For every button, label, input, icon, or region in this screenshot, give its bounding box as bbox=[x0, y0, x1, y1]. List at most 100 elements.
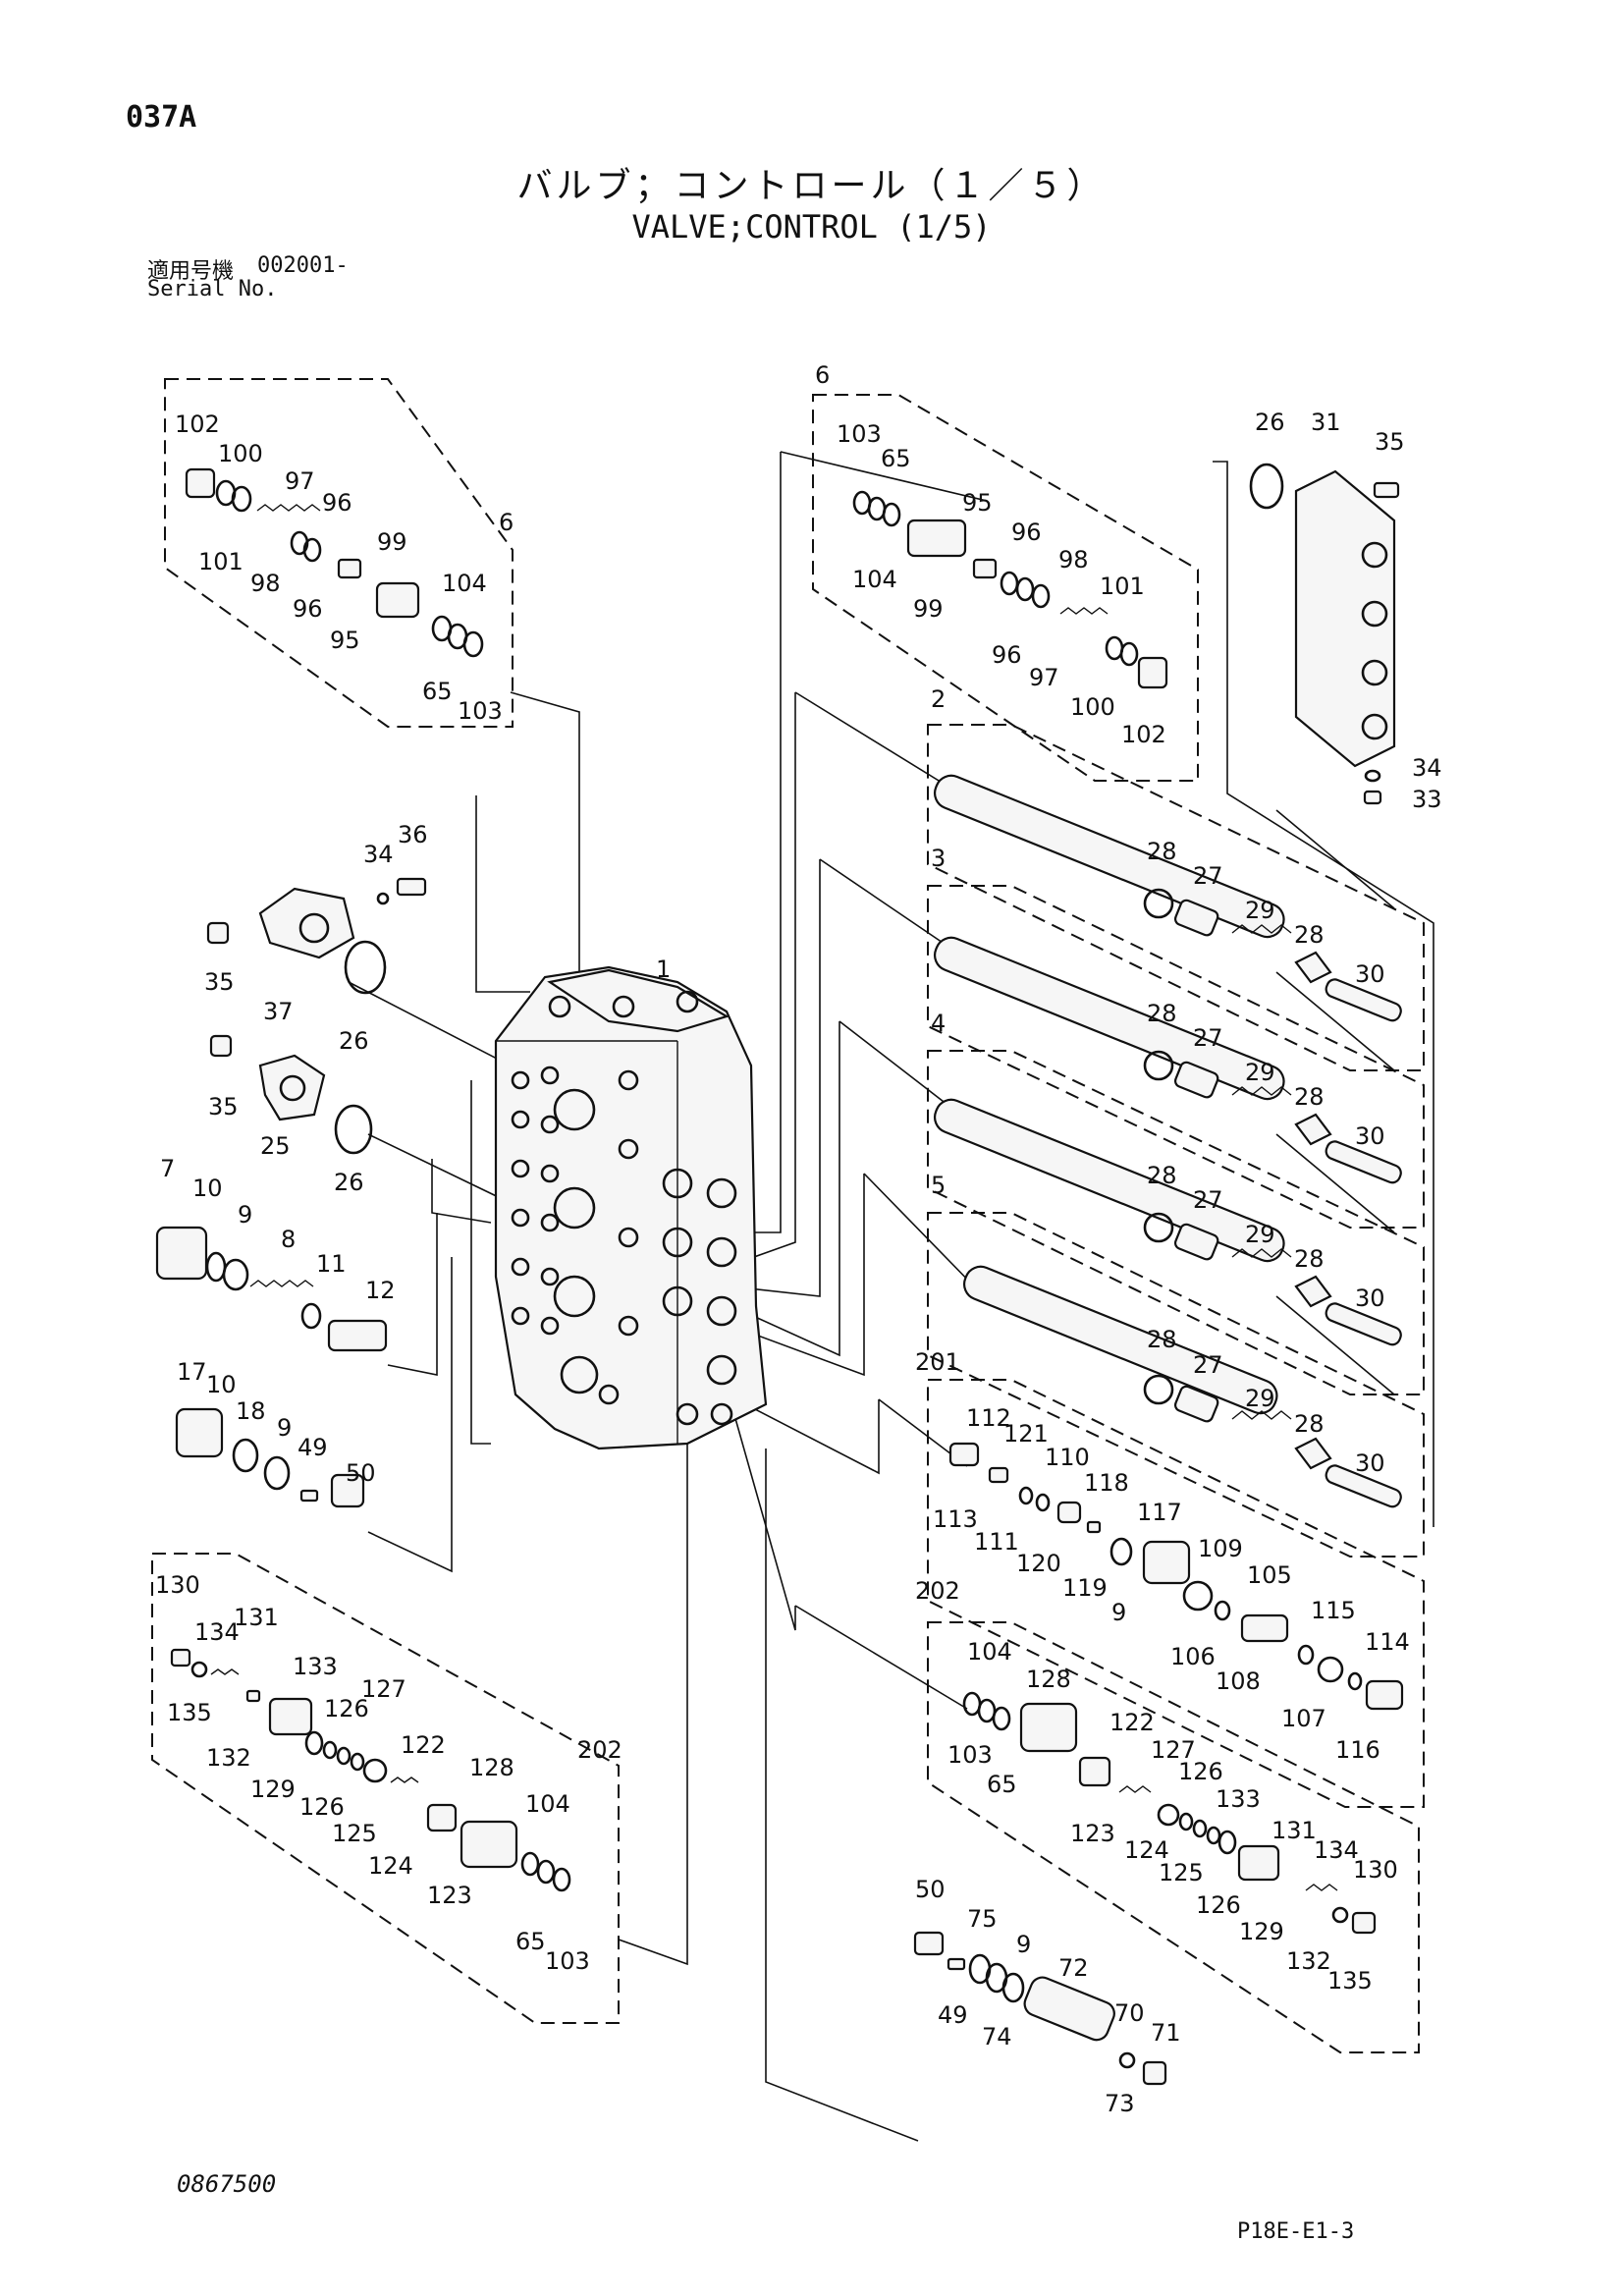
callout-106: 106 bbox=[1170, 1643, 1216, 1670]
callout-99: 99 bbox=[377, 528, 407, 556]
page-code: 037A bbox=[126, 100, 197, 135]
callout-labels: 102 100 97 96 99 6 104 101 98 96 95 65 1… bbox=[155, 361, 1442, 2117]
callout-9: 9 bbox=[1016, 1931, 1031, 1958]
callout-65: 65 bbox=[987, 1771, 1017, 1798]
callout-49: 49 bbox=[938, 2001, 968, 2029]
callout-10: 10 bbox=[206, 1371, 237, 1398]
left-side-parts bbox=[155, 877, 427, 1508]
callout-101: 101 bbox=[198, 548, 243, 575]
callout-50: 50 bbox=[346, 1459, 376, 1487]
callout-96: 96 bbox=[322, 489, 352, 517]
serial-label-japanese: 適用号機 bbox=[147, 259, 235, 284]
callout-29: 29 bbox=[1245, 1059, 1275, 1086]
group-box-202-right bbox=[927, 1621, 1420, 2053]
callout-127: 127 bbox=[1151, 1736, 1196, 1764]
callout-124: 124 bbox=[1124, 1836, 1169, 1864]
callout-6: 6 bbox=[499, 509, 514, 536]
callout-28: 28 bbox=[1147, 1162, 1177, 1189]
callout-95: 95 bbox=[962, 489, 993, 517]
callout-96: 96 bbox=[1011, 519, 1042, 546]
callout-126: 126 bbox=[299, 1793, 345, 1821]
serial-number: 002001- bbox=[257, 253, 349, 278]
callout-101: 101 bbox=[1100, 573, 1145, 600]
callout-112: 112 bbox=[966, 1404, 1011, 1432]
callout-130: 130 bbox=[1353, 1856, 1398, 1884]
callout-126: 126 bbox=[1178, 1758, 1223, 1785]
callout-30: 30 bbox=[1355, 960, 1385, 988]
callout-28: 28 bbox=[1147, 838, 1177, 865]
callout-202: 202 bbox=[915, 1577, 960, 1605]
callout-130: 130 bbox=[155, 1571, 200, 1599]
callout-71: 71 bbox=[1151, 2019, 1181, 2047]
bottom-center-parts bbox=[913, 1931, 1167, 2086]
spool-3 bbox=[933, 936, 1402, 1184]
callout-201: 201 bbox=[915, 1348, 960, 1376]
callout-202: 202 bbox=[577, 1736, 622, 1764]
spool-4 bbox=[933, 1098, 1402, 1346]
group-box-201 bbox=[927, 1379, 1425, 1808]
valve-group-202-right bbox=[962, 1691, 1377, 1935]
callout-111: 111 bbox=[974, 1528, 1019, 1556]
callout-104: 104 bbox=[967, 1638, 1012, 1666]
callout-27: 27 bbox=[1193, 862, 1223, 890]
callout-18: 18 bbox=[236, 1397, 266, 1425]
callout-75: 75 bbox=[967, 1905, 998, 1933]
callout-102: 102 bbox=[175, 410, 220, 438]
callout-135: 135 bbox=[167, 1699, 212, 1726]
callout-7: 7 bbox=[160, 1155, 175, 1182]
callout-74: 74 bbox=[982, 2023, 1012, 2050]
group-box-2 bbox=[927, 724, 1425, 1071]
callout-100: 100 bbox=[1070, 693, 1115, 721]
callout-10: 10 bbox=[192, 1175, 223, 1202]
callout-131: 131 bbox=[1271, 1817, 1317, 1844]
callout-28: 28 bbox=[1294, 1245, 1325, 1273]
callout-135: 135 bbox=[1327, 1967, 1373, 1995]
callout-34: 34 bbox=[363, 841, 394, 868]
callout-103: 103 bbox=[458, 697, 503, 725]
callout-119: 119 bbox=[1062, 1574, 1108, 1602]
callout-29: 29 bbox=[1245, 1221, 1275, 1248]
callout-73: 73 bbox=[1105, 2090, 1135, 2117]
callout-50: 50 bbox=[915, 1876, 946, 1903]
callout-133: 133 bbox=[293, 1653, 338, 1680]
spool-assemblies bbox=[933, 774, 1402, 1508]
callout-123: 123 bbox=[1070, 1820, 1115, 1847]
callout-27: 27 bbox=[1193, 1351, 1223, 1379]
callout-11: 11 bbox=[316, 1250, 347, 1278]
callout-128: 128 bbox=[1026, 1666, 1071, 1693]
callout-9: 9 bbox=[277, 1414, 292, 1442]
callout-132: 132 bbox=[206, 1744, 251, 1772]
spool-5 bbox=[962, 1265, 1402, 1508]
callout-122: 122 bbox=[401, 1731, 446, 1759]
callout-30: 30 bbox=[1355, 1449, 1385, 1477]
callout-96: 96 bbox=[293, 595, 323, 623]
title-japanese: バルブ；コントロール（１／５） bbox=[516, 166, 1107, 206]
callout-95: 95 bbox=[330, 627, 360, 654]
callout-116: 116 bbox=[1335, 1736, 1380, 1764]
callout-37: 37 bbox=[263, 998, 294, 1025]
callout-118: 118 bbox=[1084, 1469, 1129, 1497]
callout-65: 65 bbox=[881, 445, 911, 472]
valve-group-201 bbox=[948, 1442, 1404, 1711]
callout-122: 122 bbox=[1109, 1709, 1155, 1736]
callout-28: 28 bbox=[1294, 1083, 1325, 1111]
callout-97: 97 bbox=[285, 467, 315, 495]
group-boxes bbox=[151, 378, 1425, 2053]
group-box-6-right bbox=[812, 394, 1199, 782]
callout-1: 1 bbox=[656, 956, 671, 983]
callout-9: 9 bbox=[238, 1201, 252, 1229]
callout-96: 96 bbox=[992, 641, 1022, 669]
callout-8: 8 bbox=[281, 1226, 296, 1253]
callout-129: 129 bbox=[1239, 1918, 1284, 1945]
callout-114: 114 bbox=[1365, 1628, 1410, 1656]
callout-103: 103 bbox=[545, 1947, 590, 1975]
callout-28: 28 bbox=[1147, 1000, 1177, 1027]
callout-26: 26 bbox=[1255, 409, 1285, 436]
callout-126: 126 bbox=[324, 1695, 369, 1722]
callout-26: 26 bbox=[334, 1169, 364, 1196]
relief-valve-group-6-left bbox=[185, 467, 484, 658]
callout-132: 132 bbox=[1286, 1947, 1331, 1975]
callout-2: 2 bbox=[931, 685, 946, 713]
callout-34: 34 bbox=[1412, 754, 1442, 782]
callout-123: 123 bbox=[427, 1882, 472, 1909]
